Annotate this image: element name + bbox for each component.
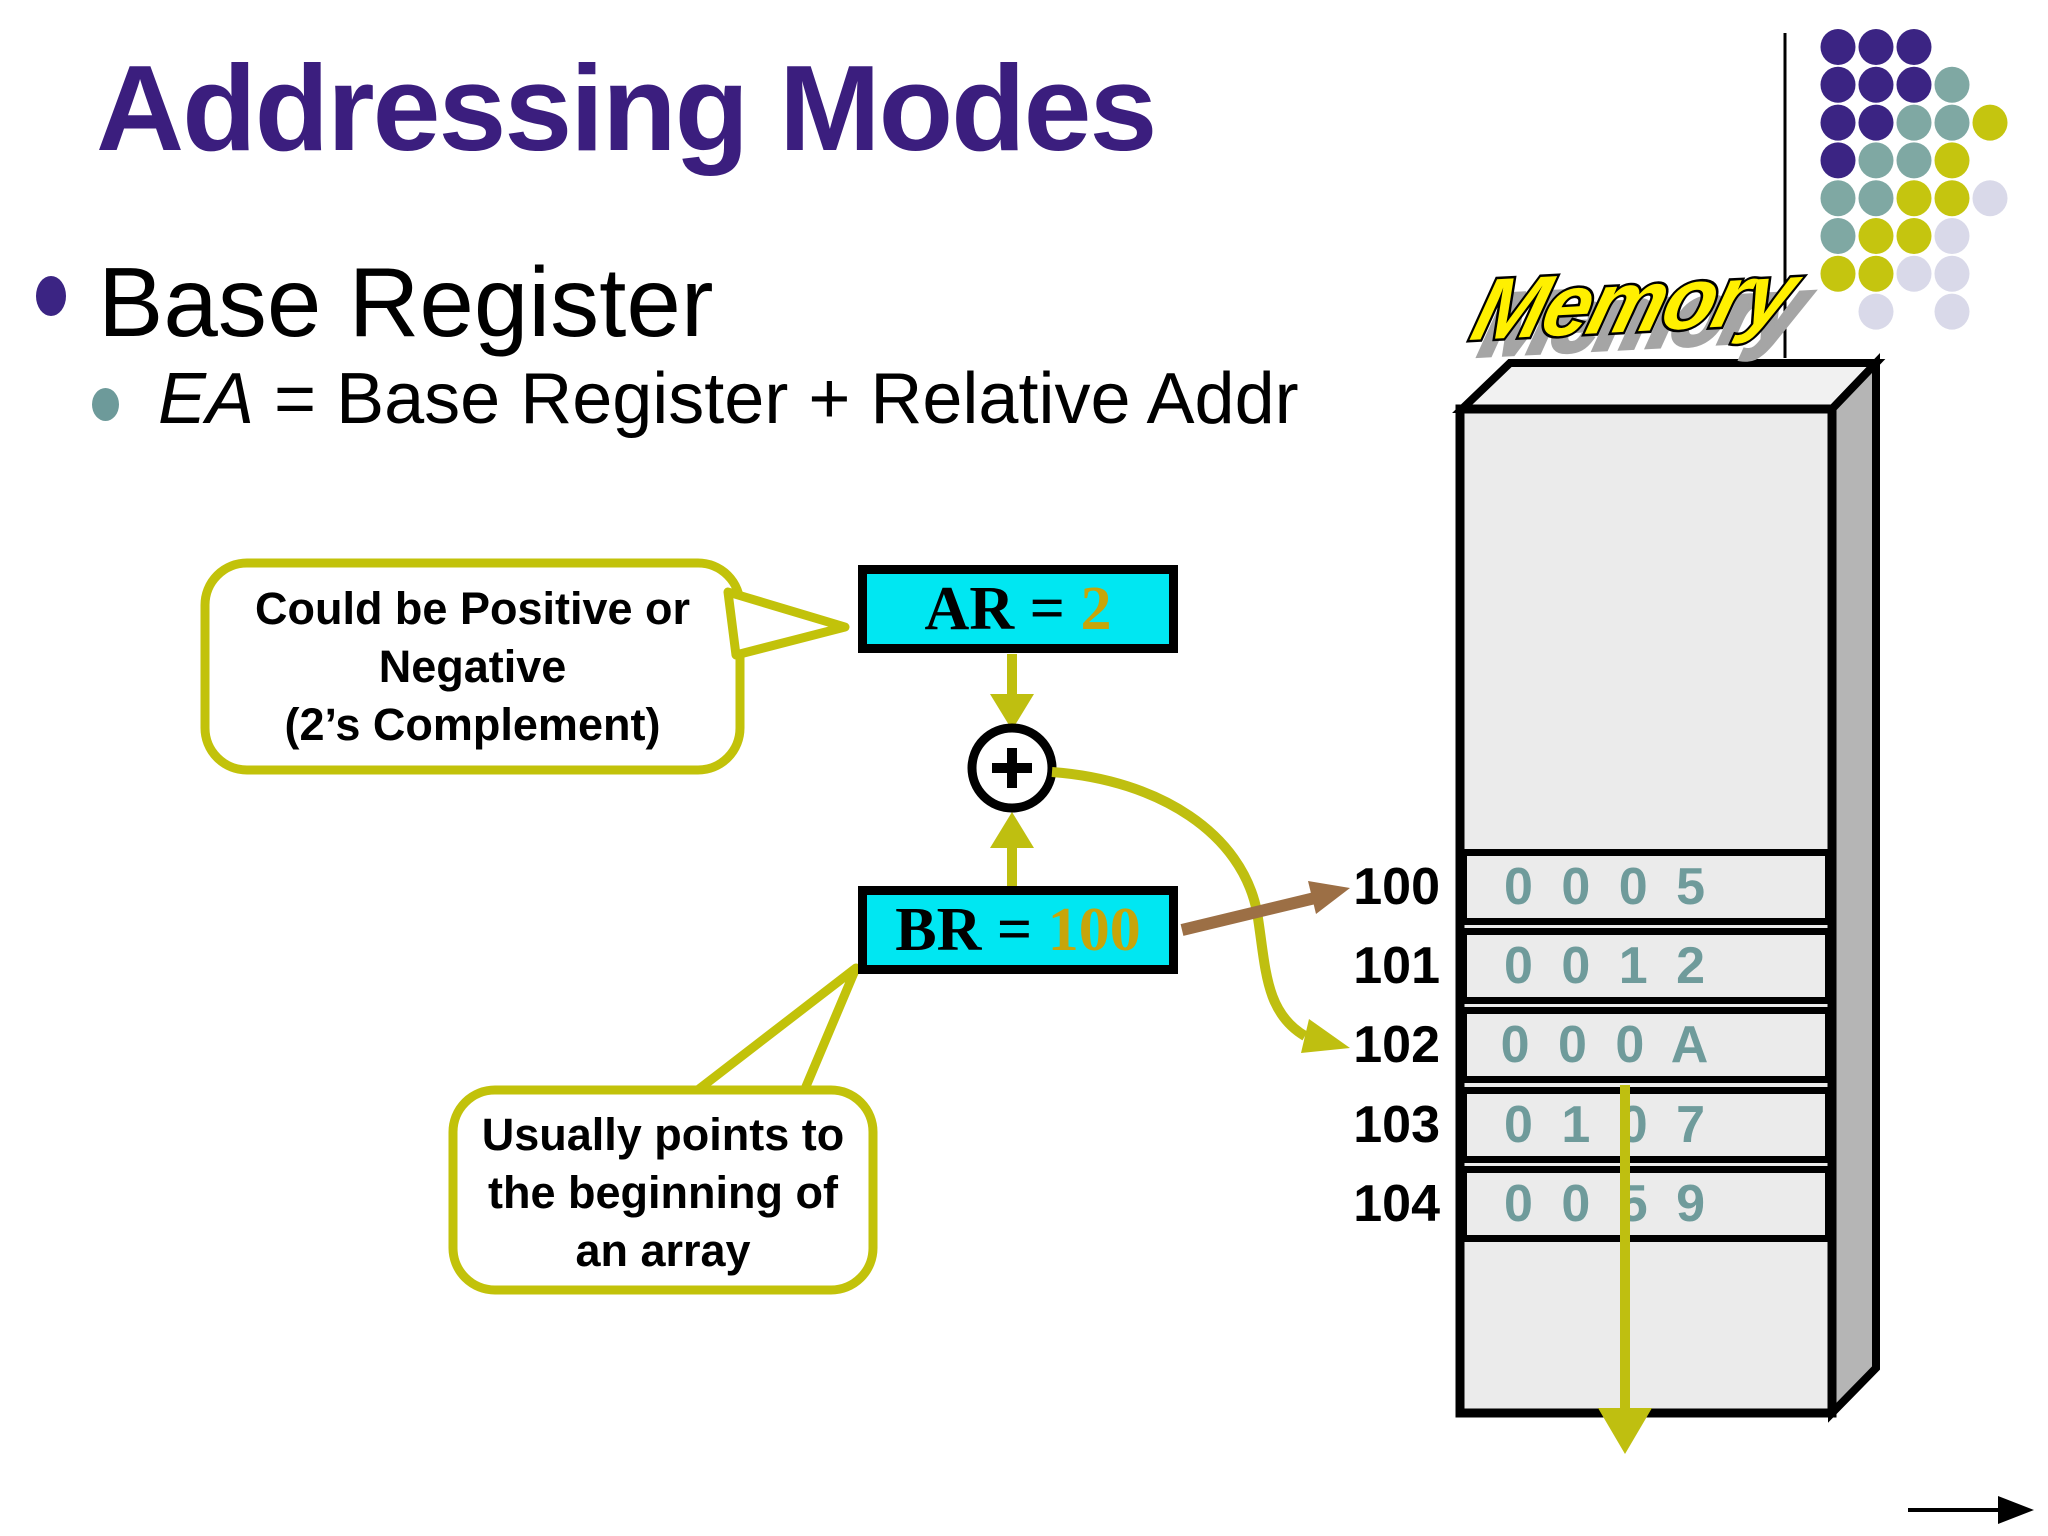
decorative-dot [1820,29,1856,65]
decorative-dot [1858,104,1894,141]
decorative-dot [1858,142,1894,179]
ar-label: AR = [924,574,1081,643]
next-slide-arrow[interactable] [1908,1496,2034,1524]
br-register-box: BR = 100 [858,886,1178,974]
memory-cell-row: 0 0 1 2 [1460,928,1832,1004]
callout-br-line3: an array [575,1225,751,1276]
decorative-dot [1934,104,1970,141]
ea-formula-rest: = Base Register + Relative Addr [254,359,1299,439]
decorative-dot [1896,218,1932,254]
sub-bullet-ea-formula: EA = Base Register + Relative Addr [158,358,1299,440]
memory-down-arrow [1598,1085,1652,1454]
memory-cell-value: 0 1 0 7 [1503,1096,1713,1154]
memory-address-101: 101 [1353,937,1440,995]
memory-cell-row: 0 1 0 7 [1460,1087,1832,1163]
callout-ar-bubble [200,558,850,775]
decorative-dot [1820,66,1856,103]
callout-br-line2: the beginning of [488,1167,838,1218]
memory-cell-value: 0 0 1 2 [1503,937,1713,995]
memory-address-100: 100 [1353,858,1440,916]
decorative-dot [1858,255,1894,292]
decorative-dot [1934,180,1970,217]
br-value: 100 [1047,895,1141,964]
memory-cell-row: 0 0 0 A [1460,1007,1832,1083]
decorative-dot [1896,29,1932,65]
bullet-base-register: Base Register [98,247,714,357]
decorative-dot [1972,104,2008,141]
decorative-dot [1896,66,1932,103]
decorative-dot [1972,180,2008,217]
decorative-dot [1934,66,1970,103]
adder-to-address-102-arrow [1051,767,1350,1053]
memory-address-102: 102 [1353,1016,1440,1074]
page-title: Addressing Modes [96,40,1157,176]
callout-br-text: Usually points to the beginning of an ar… [453,1106,873,1280]
callout-br-bubble [448,963,878,1295]
memory-wordart-shadow: Memory [1473,259,1822,374]
callout-ar-line2: Negative [378,641,567,692]
callout-ar-line1: Could be Positive or [254,583,691,634]
decorative-dot [1820,104,1856,141]
memory-cell-row: 0 0 5 9 [1460,1166,1832,1242]
callout-ar-pointer [723,587,850,660]
decorative-dot [1896,104,1932,141]
memory-cell-row: 0 0 0 5 [1460,849,1832,925]
ea-term: EA [158,359,255,439]
decorative-dot [1858,29,1894,65]
decorative-dot [1820,218,1856,254]
br-label: BR = [895,895,1048,964]
decorative-dot [1934,218,1970,254]
memory-address-103: 103 [1353,1096,1440,1154]
decorative-dot [1820,180,1856,217]
callout-ar-text: Could be Positive or Negative (2’s Compl… [205,580,740,754]
decorative-dot [1858,66,1894,103]
decorative-dot [1896,142,1932,179]
memory-wordart: Memory Memory [1460,241,1824,376]
bullet-marker [36,276,66,316]
decorative-dot [1896,255,1932,292]
decorative-dot [1858,180,1894,217]
decorative-dot [1934,293,1970,330]
br-to-adder-arrow [990,812,1034,886]
memory-wordart-label: Memory [1463,244,1812,359]
br-to-address-100-arrow [1180,881,1350,936]
ar-register-box: AR = 2 [858,565,1178,653]
corner-dot-pattern [1820,29,2008,330]
decorative-dot [1820,255,1856,292]
decorative-dot [1820,142,1856,179]
decorative-dot [1858,293,1894,330]
memory-cell-value: 0 0 0 A [1500,1016,1716,1074]
decorative-dot [1896,180,1932,217]
sub-bullet-marker [92,388,119,421]
decorative-dot [1934,142,1970,179]
memory-cell-value: 0 0 0 5 [1503,858,1713,916]
ar-value: 2 [1080,574,1112,643]
ar-to-adder-arrow [990,654,1034,730]
adder-plus-circle [967,723,1057,813]
callout-br-line1: Usually points to [481,1109,845,1160]
callout-ar-line3: (2’s Complement) [284,699,661,750]
decorative-dot [1934,255,1970,292]
memory-address-104: 104 [1353,1175,1440,1233]
decorative-dot [1858,218,1894,254]
